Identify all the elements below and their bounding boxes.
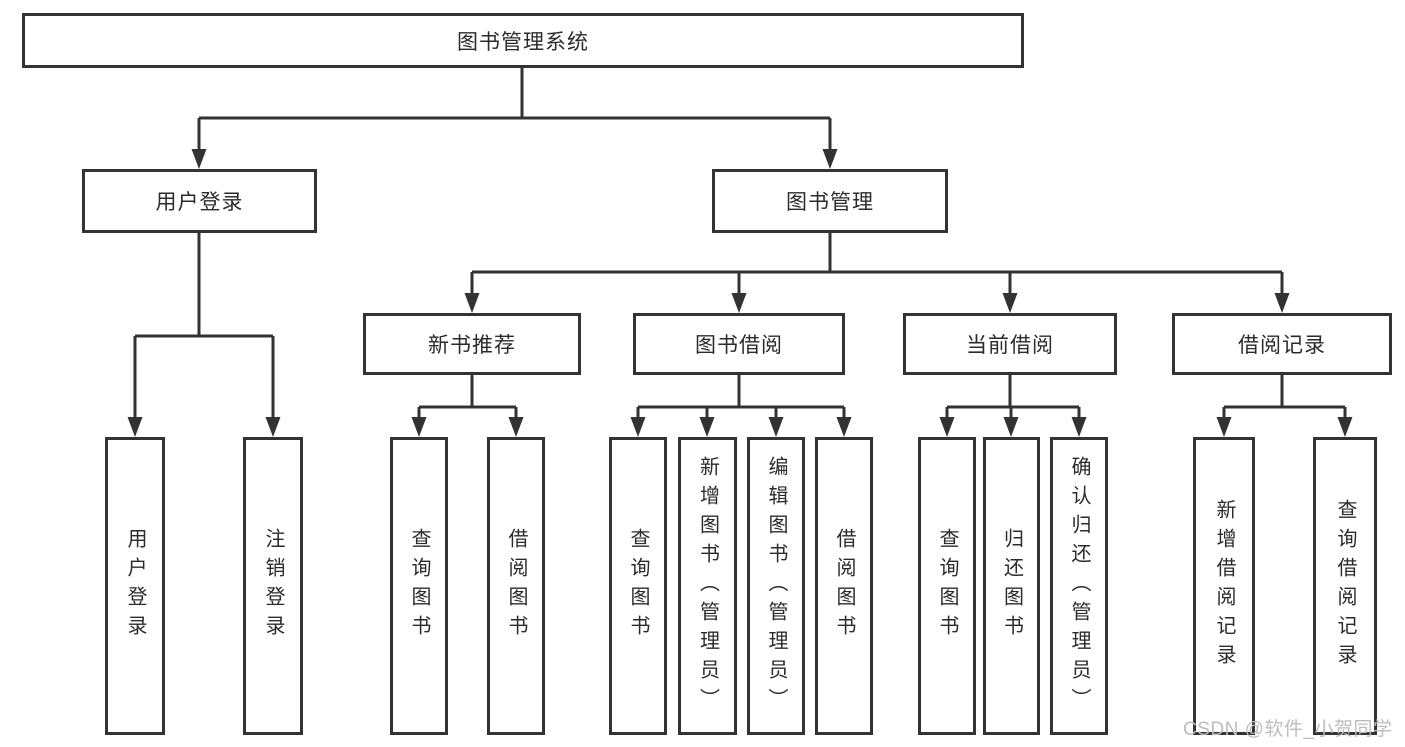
leaf-logout: 注销登录 [243, 437, 303, 735]
leaf-borrow-add-books: 新增图书（管理员） [678, 437, 737, 735]
node-borrow-records-label: 借阅记录 [1238, 334, 1326, 357]
leaf-records-query-record: 查询借阅记录 [1313, 437, 1377, 735]
leaf-borrow-query-books: 查询图书 [609, 437, 667, 735]
node-current-borrow-label: 当前借阅 [966, 334, 1054, 357]
leaf-recommend-borrow-books: 借阅图书 [487, 437, 545, 735]
node-current-borrow: 当前借阅 [903, 313, 1117, 375]
leaf-borrow-edit-books-label: 编辑图书（管理员） [765, 455, 787, 717]
leaf-current-confirm-return: 确认归还（管理员） [1050, 437, 1108, 735]
leaf-current-return-books-label: 归还图书 [1000, 528, 1023, 644]
leaf-records-query-record-label: 查询借阅记录 [1334, 499, 1356, 673]
leaf-current-query-books-label: 查询图书 [936, 528, 958, 644]
node-new-book-recommend: 新书推荐 [363, 313, 581, 375]
leaf-current-confirm-return-label: 确认归还（管理员） [1068, 455, 1090, 717]
leaf-borrow-add-books-label: 新增图书（管理员） [696, 455, 719, 717]
node-user-login-label: 用户登录 [155, 191, 244, 214]
leaf-borrow-borrow-books: 借阅图书 [815, 437, 873, 735]
leaf-borrow-edit-books: 编辑图书（管理员） [747, 437, 805, 735]
leaf-borrow-borrow-books-label: 借阅图书 [833, 528, 855, 644]
node-book-management: 图书管理 [712, 169, 948, 233]
leaf-user-login-label: 用户登录 [124, 528, 146, 644]
leaf-logout-label: 注销登录 [262, 528, 284, 644]
leaf-current-query-books: 查询图书 [918, 437, 976, 735]
node-user-login: 用户登录 [82, 169, 317, 233]
node-book-management-label: 图书管理 [786, 191, 874, 214]
leaf-borrow-query-books-label: 查询图书 [627, 528, 649, 644]
node-borrow-records: 借阅记录 [1172, 313, 1392, 375]
leaf-recommend-query-books-label: 查询图书 [408, 528, 430, 644]
leaf-records-add-record-label: 新增借阅记录 [1213, 499, 1235, 673]
arrowheads [127, 149, 1353, 437]
leaf-user-login: 用户登录 [105, 437, 165, 735]
leaf-recommend-borrow-books-label: 借阅图书 [505, 528, 527, 644]
node-book-borrow: 图书借阅 [633, 313, 845, 375]
node-new-book-recommend-label: 新书推荐 [428, 334, 516, 357]
node-root-label: 图书管理系统 [457, 30, 589, 54]
node-book-borrow-label: 图书借阅 [695, 334, 783, 357]
leaf-recommend-query-books: 查询图书 [390, 437, 448, 735]
leaf-current-return-books: 归还图书 [983, 437, 1040, 735]
watermark: CSDN @软件_小贺同学 [1183, 719, 1393, 740]
leaf-records-add-record: 新增借阅记录 [1193, 437, 1255, 735]
node-root: 图书管理系统 [22, 13, 1024, 68]
